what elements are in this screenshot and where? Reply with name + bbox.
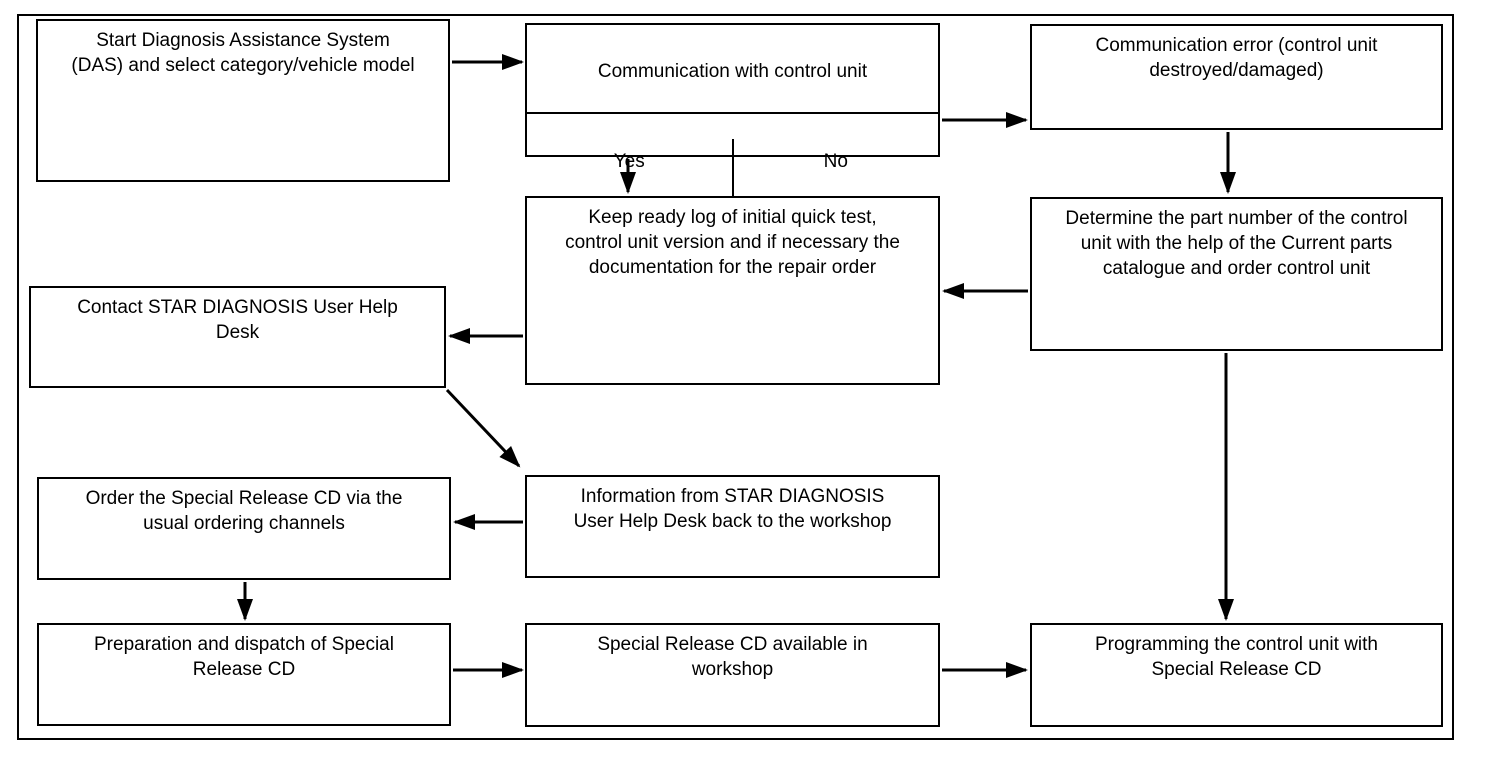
communication-options: Yes No — [527, 139, 938, 205]
node-info-back-to-workshop: Information from STAR DIAGNOSIS User Hel… — [525, 475, 940, 578]
node-cd-available-workshop: Special Release CD available in workshop — [525, 623, 940, 727]
node-communication-check: Communication with control unit Yes No — [525, 23, 940, 205]
arrow-contact-desk-to-info-back — [445, 388, 521, 468]
node-keep-ready-log: Keep ready log of initial quick test, co… — [525, 196, 940, 385]
node-programming-control-unit: Programming the control unit with Specia… — [1030, 623, 1443, 727]
option-yes: Yes — [527, 139, 734, 205]
node-contact-help-desk: Contact STAR DIAGNOSIS User Help Desk — [29, 286, 446, 388]
diagram-outer-border — [17, 14, 1454, 740]
node-determine-part-number: Determine the part number of the control… — [1030, 197, 1443, 351]
node-start-das: Start Diagnosis Assistance System (DAS) … — [36, 19, 450, 182]
node-communication-check-label: Communication with control unit — [527, 50, 938, 114]
node-order-special-release-cd: Order the Special Release CD via the usu… — [37, 477, 451, 580]
node-communication-error: Communication error (control unit destro… — [1030, 24, 1443, 130]
option-no: No — [823, 151, 848, 172]
node-preparation-dispatch-cd: Preparation and dispatch of Special Rele… — [37, 623, 451, 726]
